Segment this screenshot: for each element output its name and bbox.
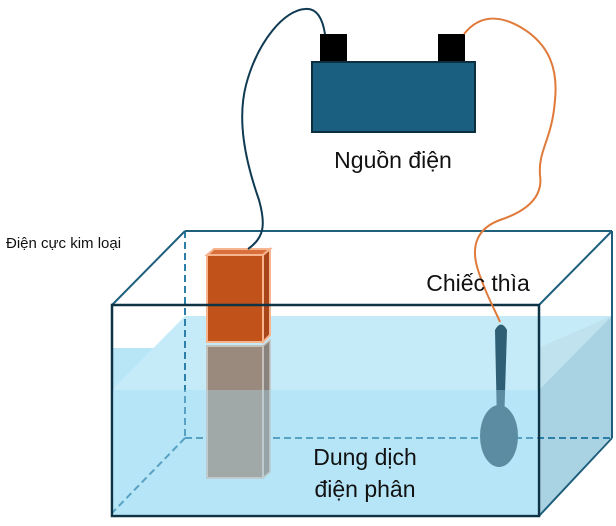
label-power-source: Nguồn điện <box>334 147 452 173</box>
label-solution-line1: Dung dịch <box>313 444 417 470</box>
metal-electrode <box>204 246 273 480</box>
electrode-top-side <box>262 246 271 345</box>
spoon <box>480 324 518 467</box>
spoon-handle <box>495 324 507 425</box>
tank-top-left-edge <box>111 230 186 306</box>
battery-terminal-right <box>438 34 465 64</box>
electrode-bottom-front <box>206 345 264 479</box>
spoon-bowl <box>480 405 518 467</box>
liquid-side-top <box>539 316 612 390</box>
hidden-edge-diagonal <box>111 437 186 514</box>
wire-right <box>463 17 557 323</box>
battery-terminal-left <box>320 34 347 64</box>
power-source <box>311 34 476 133</box>
tank-bottom-right-edge <box>538 437 613 517</box>
tank-top-right-edge <box>538 230 613 306</box>
tank-front-face <box>110 303 541 518</box>
liquid-lower-band <box>113 390 538 515</box>
battery-body <box>311 61 476 133</box>
label-metal-electrode: Điện cực kim loại <box>6 235 121 252</box>
label-spoon: Chiếc thìa <box>426 270 530 296</box>
label-solution-line2: điện phân <box>314 476 415 502</box>
liquid-surface <box>112 316 612 390</box>
wire-left <box>241 7 326 250</box>
electrode-top-front <box>206 254 264 343</box>
tank-back-outline <box>111 230 613 517</box>
